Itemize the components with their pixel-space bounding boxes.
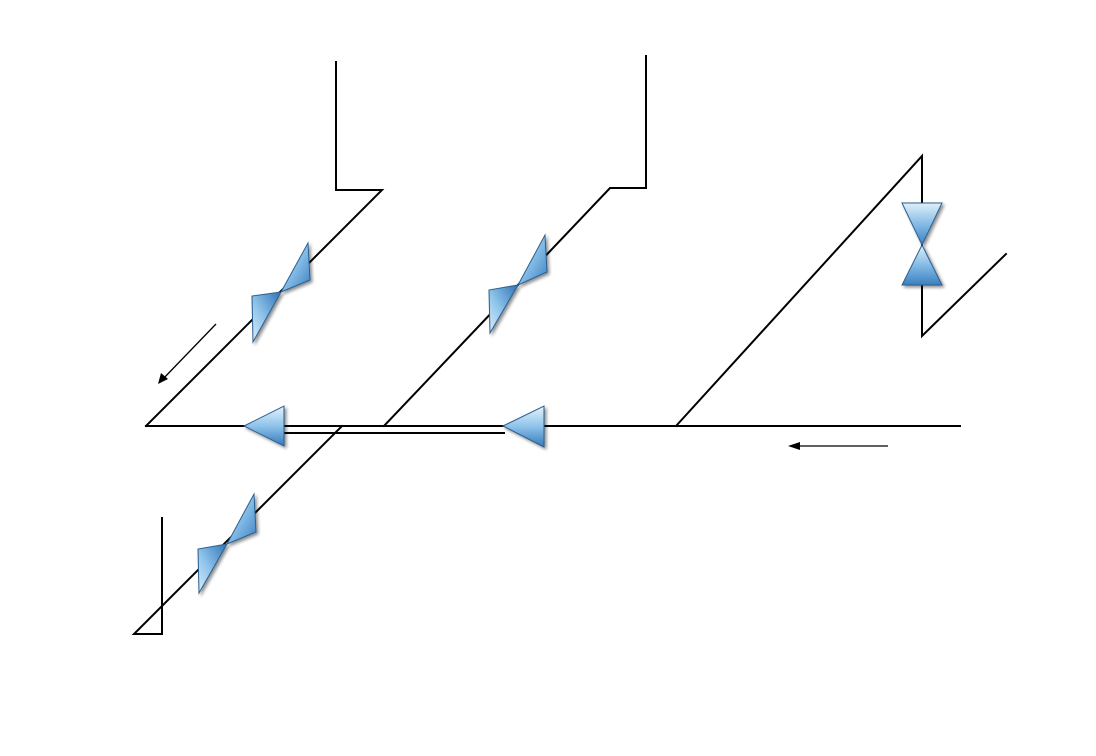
flow-arrow-icon — [788, 442, 888, 450]
flow-arrow-icon — [158, 323, 217, 384]
branch-left-upper-pipe — [144, 61, 385, 428]
pipe-network — [131, 55, 1008, 635]
check-valve-icon[interactable] — [242, 405, 285, 447]
valves — [197, 202, 943, 595]
gate-valve-icon[interactable] — [251, 241, 311, 344]
gate-valve-icon[interactable] — [488, 233, 548, 335]
branch-middle-pipe — [382, 55, 647, 428]
check-valves — [242, 405, 545, 448]
gate-valve-icon[interactable] — [197, 492, 257, 595]
check-valve-icon[interactable] — [501, 405, 545, 448]
flow-arrows — [158, 323, 888, 450]
gate-valve-icon[interactable] — [901, 202, 943, 286]
branch-right-pipe — [674, 153, 1008, 428]
